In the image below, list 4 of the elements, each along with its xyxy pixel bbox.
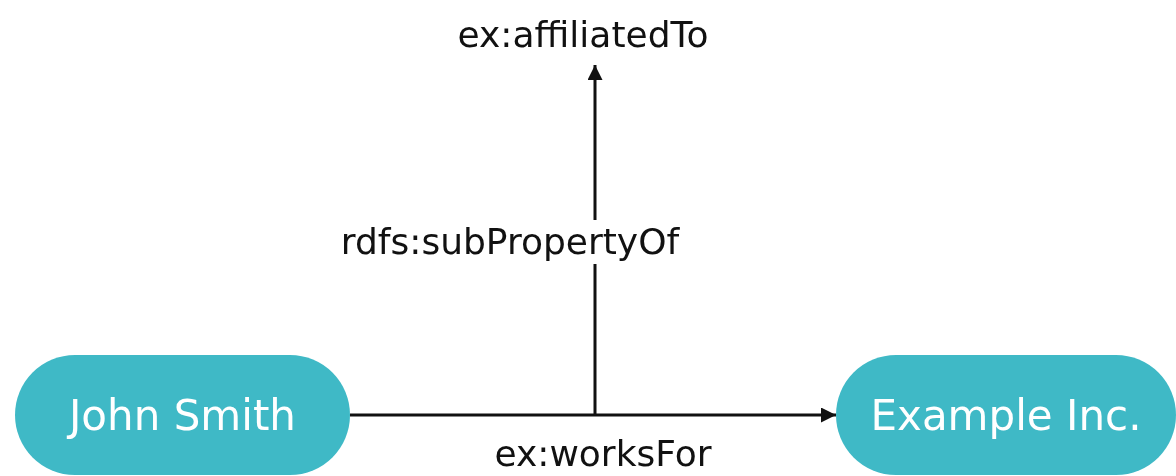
node-text: ex:affiliatedTo [413,5,753,65]
rounded-node: Example Inc. [836,355,1176,475]
arrow [350,407,836,423]
rounded-node: John Smith [15,355,350,475]
